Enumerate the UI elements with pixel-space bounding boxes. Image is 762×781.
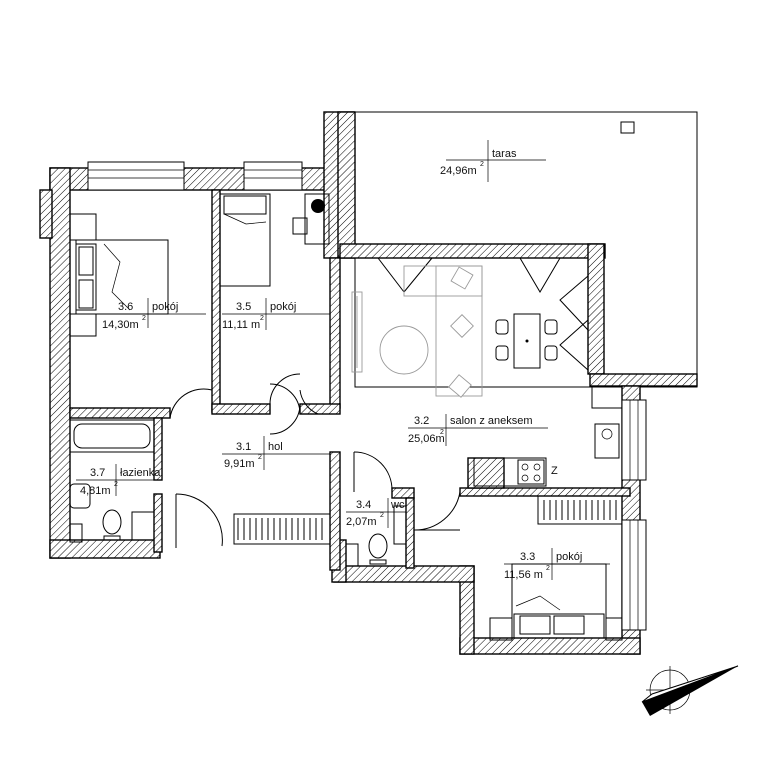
room-name: wc <box>390 499 405 511</box>
room-number: 3.4 <box>356 499 371 511</box>
label-lines <box>76 140 610 580</box>
room-name: taras <box>492 148 517 160</box>
room-area: 2,07m <box>346 516 377 528</box>
doors <box>169 257 589 548</box>
room-name: pokój <box>152 301 178 313</box>
room-area: 14,30m <box>102 319 139 331</box>
room-label-3-5: 3.5 pokój 11,11 m 2 <box>222 301 296 331</box>
room-name: pokój <box>270 301 296 313</box>
room-number: 3.3 <box>520 551 535 563</box>
area-exponent: 2 <box>114 481 118 488</box>
area-exponent: 2 <box>260 315 264 322</box>
room-number: 3.5 <box>236 301 251 313</box>
room-number: 3.7 <box>90 467 105 479</box>
room-name: łazienka <box>120 467 161 479</box>
area-exponent: 2 <box>546 565 550 572</box>
room-number: 3.2 <box>414 415 429 427</box>
area-exponent: 2 <box>258 454 262 461</box>
room-number: 3.1 <box>236 441 251 453</box>
windows <box>87 161 647 631</box>
room-label-3-7: 3.7 łazienka 4,81m 2 <box>80 467 161 497</box>
room-name: salon z aneksem <box>450 415 533 427</box>
room-label-3-6: 3.6 pokój 14,30m 2 <box>102 301 178 331</box>
room-number: 3.6 <box>118 301 133 313</box>
area-exponent: 2 <box>142 315 146 322</box>
area-exponent: 2 <box>480 161 484 168</box>
room-area: 24,96m <box>440 165 477 177</box>
bedroom-wardrobe <box>537 495 623 525</box>
exterior-walls <box>39 111 698 655</box>
room-label-3-3: 3.3 pokój 11,56 m 2 <box>504 551 582 581</box>
room-label-3-1: 3.1 hol 9,91m 2 <box>224 441 283 470</box>
room-label-3-2: 3.2 salon z aneksem 25,06m 2 <box>408 415 533 445</box>
room-label-terrace: taras 24,96m 2 <box>440 148 517 177</box>
stove-mark: Z <box>551 465 558 477</box>
room-label-3-4: 3.4 wc 2,07m 2 <box>346 499 405 528</box>
room-area: 11,56 m <box>504 569 543 581</box>
north-arrow-icon <box>641 665 739 716</box>
room-area: 4,81m <box>80 485 111 497</box>
interior-walls <box>69 189 631 571</box>
furniture <box>69 193 623 641</box>
area-exponent: 2 <box>380 512 384 519</box>
hall-wardrobe <box>233 513 331 545</box>
room-area: 9,91m <box>224 458 255 470</box>
area-exponent: 2 <box>440 429 444 436</box>
room-area: 11,11 m <box>222 319 260 331</box>
room-name: hol <box>268 441 283 453</box>
room-name: pokój <box>556 551 582 563</box>
room-area: 25,06m <box>408 433 445 445</box>
